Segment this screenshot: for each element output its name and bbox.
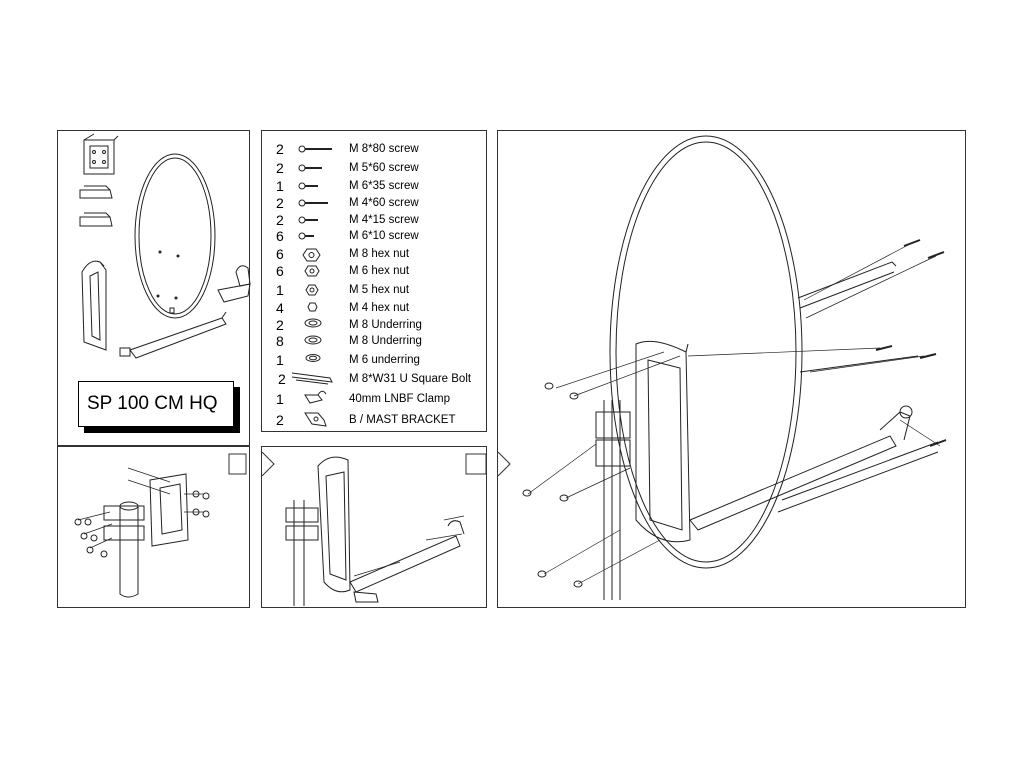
screw-icon [298,164,322,172]
part-qty: 2 [276,317,284,333]
final-nuts [522,382,583,588]
part-row: 2 M 8*W31 U Square Bolt [272,371,487,387]
part-row: 6 M 8 hex nut [272,246,487,262]
part-row: 1 M 6*35 screw [272,178,487,194]
part-qty: 2 [278,371,286,387]
washer-icon [304,318,322,328]
parts-icons [291,145,333,427]
part-name: M 8*W31 U Square Bolt [349,373,472,385]
clamp-icon [304,390,327,404]
u-bolt-icon [291,372,333,385]
hex-nut-icon [304,265,320,277]
part-name: M 5*60 screw [349,162,419,174]
part-name: M 6 hex nut [349,265,410,277]
part-row: 6 M 6 hex nut [272,263,487,279]
part-name: M 4 hex nut [349,302,410,314]
kit-feed-arm [119,311,227,359]
step1-bracket-plate [103,473,189,547]
part-row: 8 M 8 Underring [272,333,487,349]
step1-nuts [74,490,210,558]
step2-feed-arm [349,520,465,603]
part-name: M 6 underring [349,354,420,366]
part-row: 2 M 8*80 screw [272,141,487,157]
part-qty: 1 [276,391,284,407]
part-row: 6 M 6*10 screw [272,228,487,244]
part-name: M 6*35 screw [349,180,419,192]
part-row: 4 M 4 hex nut [272,300,487,316]
part-row: 1 M 5 hex nut [272,282,487,298]
panel-step-1-mast-bracket [57,446,250,608]
kit-lnbf-clamp [217,265,251,303]
part-name: M 4*15 screw [349,214,419,226]
part-qty: 2 [276,141,284,157]
screw-icon [298,182,318,190]
part-qty: 1 [276,352,284,368]
hex-nut-icon [307,302,318,312]
kit-clamp-piece-2 [79,212,113,227]
panel-parts-list [261,130,487,432]
part-name: B / MAST BRACKET [349,414,456,426]
part-qty: 4 [276,300,284,316]
short-screw-icon [298,232,314,240]
part-name: M 8 Underring [349,319,422,331]
long-screw-icon [298,145,332,153]
final-bolts [875,239,947,447]
step1-bolt-guides [77,467,204,549]
part-name: M 8 hex nut [349,248,410,260]
model-label: SP 100 CM HQ [78,381,234,427]
kit-dish-reflector [134,153,216,319]
part-row: 2 M 4*15 screw [272,212,487,228]
part-qty: 6 [276,263,284,279]
part-row: 2 B / MAST BRACKET [272,412,487,428]
final-dish-reflector [609,135,803,569]
part-name: M 4*60 screw [349,197,419,209]
part-qty: 1 [276,178,284,194]
part-qty: 2 [276,195,284,211]
part-row: 2 M 5*60 screw [272,160,487,176]
step1-mast-pole [119,501,139,598]
step2-guides [353,515,465,577]
part-qty: 6 [276,246,284,262]
final-feed-arm [689,405,913,531]
part-qty: 2 [276,160,284,176]
part-qty: 8 [276,333,284,349]
final-bolt-guides [527,243,941,585]
screw-icon [298,199,328,207]
part-name: M 8*80 screw [349,143,419,155]
part-qty: 1 [276,282,284,298]
washer-icon [305,354,321,362]
part-row: 2 M 8 Underring [272,317,487,333]
short-screw-icon [298,216,318,224]
hex-nut-icon [302,248,321,262]
final-support-arms [777,261,939,513]
part-name: 40mm LNBF Clamp [349,393,450,405]
panel-connectors [228,451,511,477]
part-row: 2 M 4*60 screw [272,195,487,211]
step2-bracket [285,456,351,606]
part-name: M 5 hex nut [349,284,410,296]
part-name: M 6*10 screw [349,230,419,242]
kit-clamp-piece-1 [79,185,113,199]
part-row: 1 40mm LNBF Clamp [272,391,487,407]
kit-mast-bracket-plate [83,133,119,175]
kit-dish-support-bracket [81,260,107,351]
panel-final-assembly [497,130,966,608]
part-row: 1 M 6 underring [272,352,487,368]
washer-icon [304,335,322,345]
mast-bracket-icon [304,412,327,427]
hex-nut-icon [305,284,319,296]
part-qty: 6 [276,228,284,244]
part-name: M 8 Underring [349,335,422,347]
final-mast-bracket [595,340,691,600]
part-qty: 2 [276,212,284,228]
panel-step-2-arm [261,446,487,608]
part-qty: 2 [276,412,284,428]
